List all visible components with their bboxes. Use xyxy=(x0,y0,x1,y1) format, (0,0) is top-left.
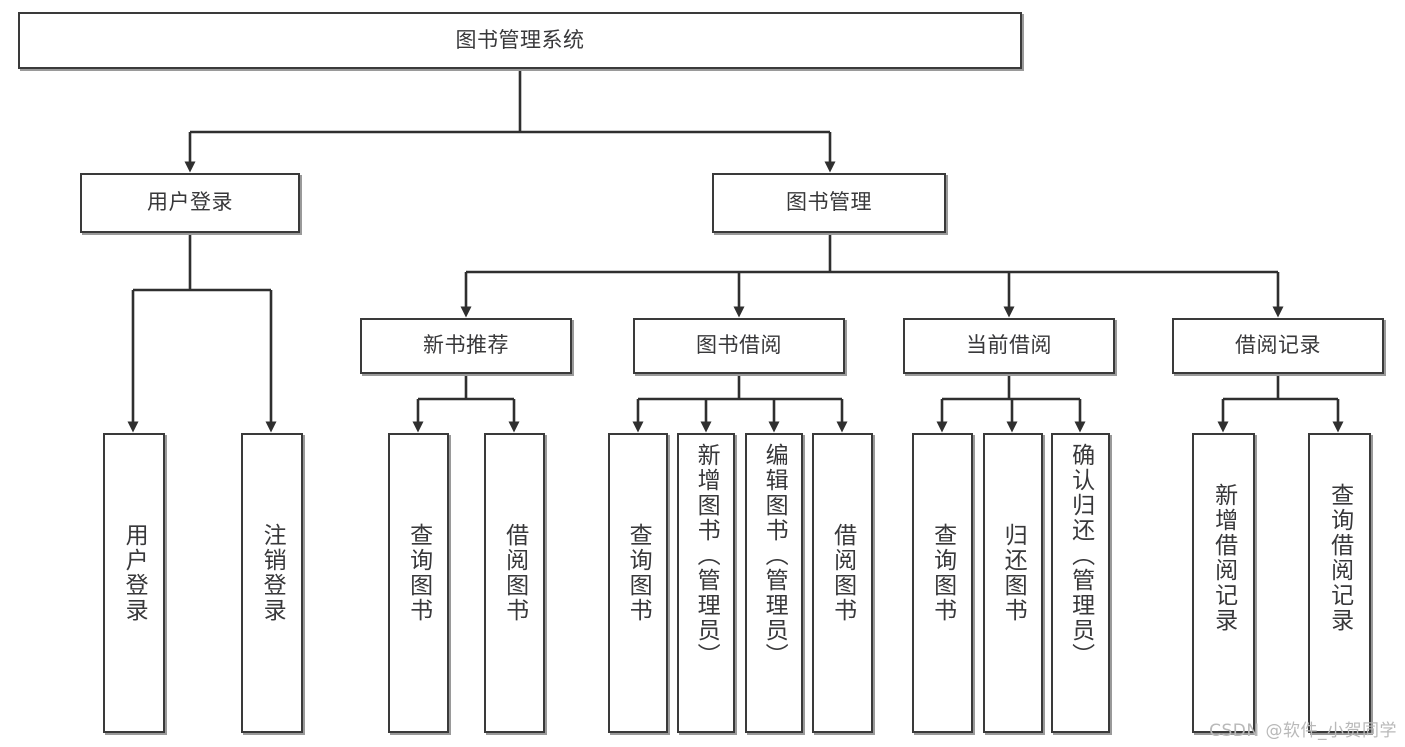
node-book-borrow[interactable]: 图书借阅 xyxy=(633,318,845,374)
leaf-add-book-admin-label: 新增图书（管理员） xyxy=(693,443,720,668)
node-current-borrow-label: 当前借阅 xyxy=(966,333,1052,358)
node-book-management-label: 图书管理 xyxy=(786,190,872,215)
watermark-text: CSDN @软件_小贺同学 xyxy=(1209,721,1397,741)
leaf-add-borrow-record[interactable]: 新增借阅记录 xyxy=(1192,433,1255,733)
leaf-query-books-borrow-label: 查询图书 xyxy=(625,523,652,623)
leaf-confirm-return-admin[interactable]: 确认归还（管理员） xyxy=(1051,433,1110,733)
leaf-add-book-admin[interactable]: 新增图书（管理员） xyxy=(677,433,735,733)
leaf-borrow-books-recommend-label: 借阅图书 xyxy=(501,523,528,623)
leaf-query-books-current-label: 查询图书 xyxy=(929,523,956,623)
leaf-logout-label: 注销登录 xyxy=(259,523,286,623)
leaf-user-login-label: 用户登录 xyxy=(121,523,148,623)
leaf-add-borrow-record-label: 新增借阅记录 xyxy=(1210,483,1237,633)
leaf-borrow-books-recommend[interactable]: 借阅图书 xyxy=(484,433,545,733)
leaf-query-books-borrow[interactable]: 查询图书 xyxy=(608,433,668,733)
leaf-query-books-recommend[interactable]: 查询图书 xyxy=(388,433,449,733)
node-user-login-label: 用户登录 xyxy=(147,190,233,215)
leaf-return-books[interactable]: 归还图书 xyxy=(983,433,1043,733)
node-book-management[interactable]: 图书管理 xyxy=(712,173,946,233)
node-root[interactable]: 图书管理系统 xyxy=(18,12,1022,69)
leaf-user-login[interactable]: 用户登录 xyxy=(103,433,165,733)
node-book-borrow-label: 图书借阅 xyxy=(696,333,782,358)
node-new-book-recommend[interactable]: 新书推荐 xyxy=(360,318,572,374)
node-borrow-records-label: 借阅记录 xyxy=(1235,333,1321,358)
leaf-return-books-label: 归还图书 xyxy=(1000,523,1027,623)
leaf-logout[interactable]: 注销登录 xyxy=(241,433,303,733)
leaf-query-borrow-record[interactable]: 查询借阅记录 xyxy=(1308,433,1371,733)
leaf-confirm-return-admin-label: 确认归还（管理员） xyxy=(1067,443,1094,668)
leaf-query-books-current[interactable]: 查询图书 xyxy=(912,433,973,733)
node-root-label: 图书管理系统 xyxy=(455,27,585,52)
leaf-query-borrow-record-label: 查询借阅记录 xyxy=(1326,483,1353,633)
leaf-edit-book-admin-label: 编辑图书（管理员） xyxy=(761,443,788,668)
node-new-book-recommend-label: 新书推荐 xyxy=(423,333,509,358)
leaf-borrow-books-borrow[interactable]: 借阅图书 xyxy=(812,433,873,733)
leaf-edit-book-admin[interactable]: 编辑图书（管理员） xyxy=(745,433,803,733)
node-current-borrow[interactable]: 当前借阅 xyxy=(903,318,1115,374)
node-borrow-records[interactable]: 借阅记录 xyxy=(1172,318,1384,374)
leaf-borrow-books-borrow-label: 借阅图书 xyxy=(829,523,856,623)
node-user-login[interactable]: 用户登录 xyxy=(80,173,300,233)
leaf-query-books-recommend-label: 查询图书 xyxy=(405,523,432,623)
